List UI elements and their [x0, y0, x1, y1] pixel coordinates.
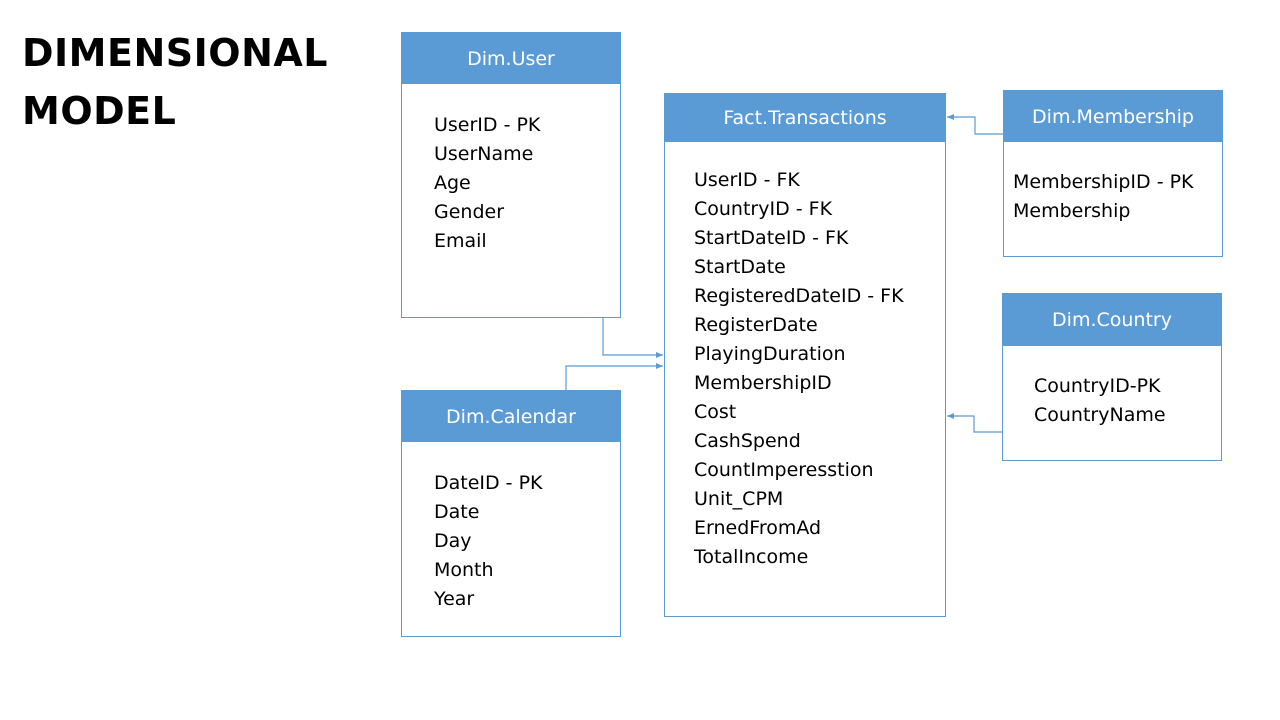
entity-title: Dim.Country: [1003, 294, 1221, 346]
entity-field: Age: [434, 172, 471, 194]
entity-field: UserName: [434, 143, 534, 165]
entity-field: CashSpend: [694, 430, 801, 452]
entity-field: RegisterDate: [694, 314, 818, 336]
entity-field: StartDateID - FK: [694, 227, 849, 249]
entity-field: StartDate: [694, 256, 786, 278]
entity-field: CountryID-PK: [1034, 375, 1161, 397]
entity-field: TotalIncome: [694, 546, 809, 568]
entity-field-list: UserID - FK CountryID - FK StartDateID - F…: [665, 142, 945, 572]
entity-field: ErnedFromAd: [694, 517, 822, 539]
entity-field: MembershipID - PK: [1013, 171, 1194, 193]
entity-field: Unit_CPM: [694, 488, 784, 510]
diagram-title-line-1: DIMENSIONAL: [22, 31, 328, 75]
entity-field: Month: [434, 559, 494, 581]
entity-field: PlayingDuration: [694, 343, 846, 365]
entity-title: Dim.Calendar: [402, 391, 620, 442]
entity-field-list: CountryID-PK CountryName: [1003, 346, 1221, 430]
entity-field: CountImperesstion: [694, 459, 874, 481]
entity-field: Cost: [694, 401, 737, 423]
entity-fact-transactions: Fact.Transactions UserID - FK CountryID -…: [664, 93, 946, 617]
entity-field: Date: [434, 501, 480, 523]
connector-calendar-to-fact: [565, 363, 663, 390]
entity-title: Dim.User: [402, 33, 620, 84]
connector-country-to-fact: [947, 413, 1002, 433]
entity-field: Year: [434, 588, 475, 610]
connector-user-to-fact: [602, 318, 663, 358]
entity-field: CountryName: [1034, 404, 1166, 426]
entity-field: UserID - PK: [434, 114, 541, 136]
entity-field: RegisteredDateID - FK: [694, 285, 904, 307]
entity-field: Membership: [1013, 200, 1131, 222]
entity-field: MembershipID: [694, 372, 832, 394]
connector-membership-to-fact: [947, 114, 1003, 135]
entity-field: UserID - FK: [694, 169, 800, 191]
entity-field: Day: [434, 530, 472, 552]
entity-title: Fact.Transactions: [665, 94, 945, 142]
entity-field: DateID - PK: [434, 472, 543, 494]
entity-field: CountryID - FK: [694, 198, 833, 220]
entity-dim-country: Dim.Country CountryID-PK CountryName: [1002, 293, 1222, 461]
entity-field: Email: [434, 230, 487, 252]
entity-field-list: MembershipID - PK Membership: [1004, 142, 1222, 226]
diagram-title: DIMENSIONAL MODEL: [22, 24, 328, 140]
diagram-title-line-2: MODEL: [22, 89, 177, 133]
entity-field: Gender: [434, 201, 505, 223]
entity-title: Dim.Membership: [1004, 91, 1222, 142]
